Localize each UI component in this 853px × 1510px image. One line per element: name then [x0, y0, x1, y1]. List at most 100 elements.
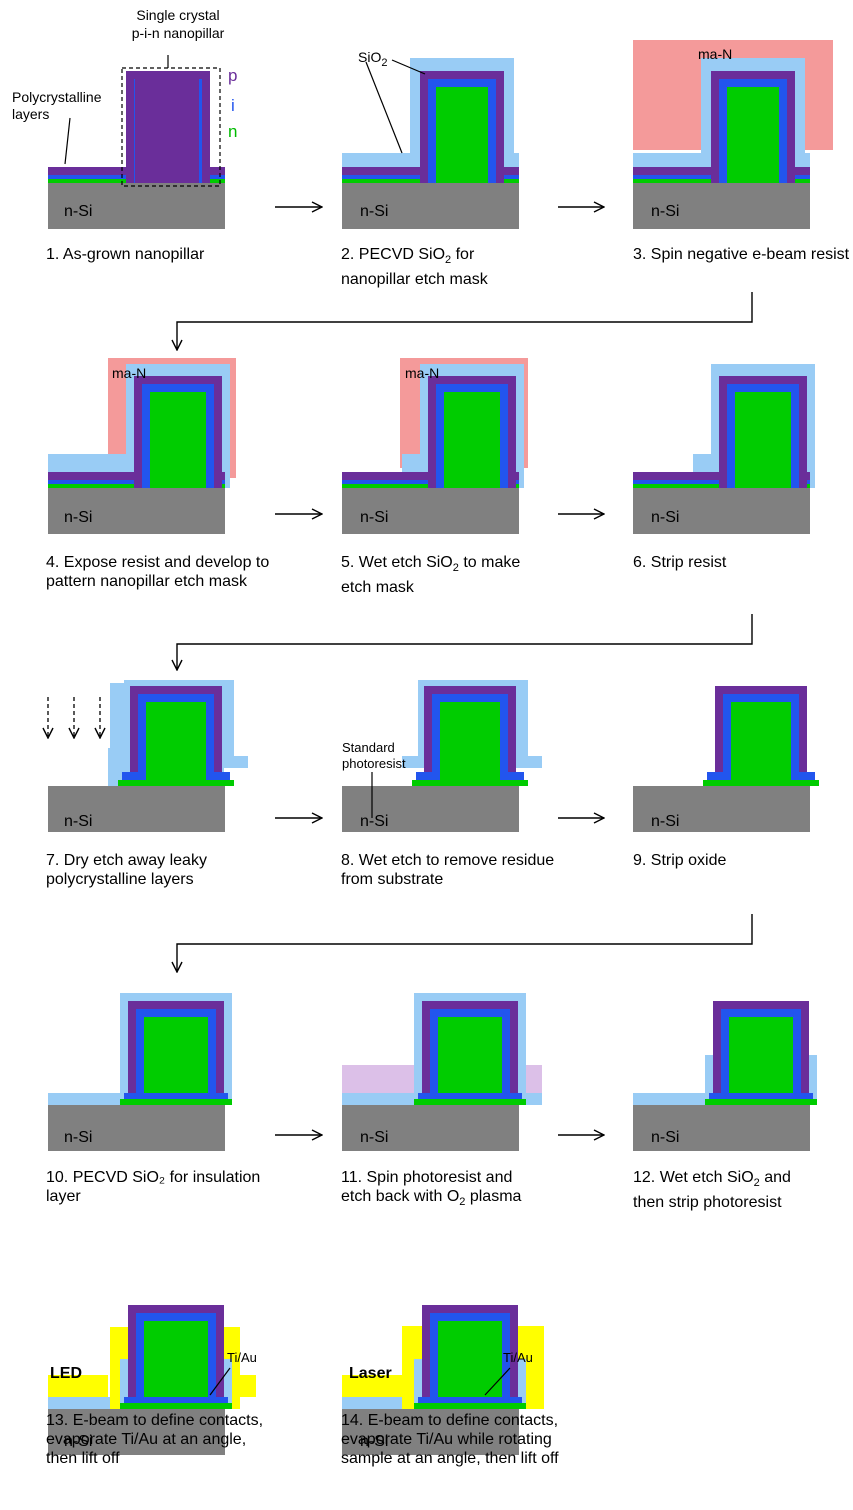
n-foot [703, 780, 819, 786]
step-6-caption: 6. Strip resist [633, 554, 727, 571]
step-13-caption: 13. E-beam to define contacts, evaporate… [46, 1412, 264, 1467]
laser-label: Laser [349, 1365, 392, 1382]
substrate [633, 183, 810, 229]
substrate-label-4: n-Si [64, 509, 93, 526]
i-foot [418, 1093, 522, 1101]
n-core [150, 392, 206, 488]
n-core [444, 392, 500, 488]
photoresist-line2: photoresist [342, 756, 406, 771]
photoresist-label: Standard photoresist [342, 740, 442, 772]
substrate-label-9: n-Si [651, 813, 680, 830]
metal-left [48, 1375, 108, 1397]
poly-leader [64, 117, 71, 165]
i-foot [124, 1397, 228, 1405]
p-shell-inner [135, 71, 199, 183]
led-label: LED [50, 1365, 82, 1382]
substrate [342, 183, 519, 229]
single-crystal-box [121, 67, 221, 187]
substrate [633, 488, 810, 534]
n-foot [705, 1099, 817, 1105]
resist-label-5: ma-N [405, 365, 440, 381]
step-10-caption: 10. PECVD SiO₂ for insulation layer [46, 1169, 261, 1205]
substrate [342, 1105, 519, 1151]
step-1-caption: 1. As-grown nanopillar [46, 246, 205, 263]
resist-label-4: ma-N [112, 365, 147, 381]
i-foot [124, 1093, 228, 1101]
substrate-label-1: n-Si [64, 203, 93, 220]
n-core [436, 87, 488, 183]
substrate-label-14: n-Si [360, 1433, 389, 1450]
substrate [48, 1409, 225, 1455]
n-core [438, 1321, 502, 1409]
substrate [633, 1105, 810, 1151]
return-arrow-6-7 [177, 614, 753, 670]
step-7-caption: 7. Dry etch away leaky polycrystalline l… [46, 852, 207, 888]
metal-right [226, 1375, 256, 1397]
polycrystalline-label: Polycrystalline layers [12, 89, 122, 123]
i-label: i [231, 96, 235, 115]
n-core [729, 1017, 793, 1105]
n-label: n [228, 122, 238, 141]
n-core [144, 1321, 208, 1409]
i-foot [709, 1093, 813, 1101]
n-core [735, 392, 791, 488]
substrate-label-7: n-Si [64, 813, 93, 830]
step-4-caption: 4. Expose resist and develop to pattern … [46, 554, 270, 590]
step-8-caption: 8. Wet etch to remove residue from subst… [341, 852, 555, 888]
n-foot [414, 1099, 526, 1105]
sio2-label: SiO2 [358, 49, 388, 69]
n-core [727, 87, 779, 183]
n-foot [120, 1403, 232, 1409]
sio2-leader-top [391, 59, 426, 75]
p-label: p [228, 66, 238, 85]
n-foot [120, 1099, 232, 1105]
tiau-leader-laser [484, 1367, 511, 1396]
n-foot [412, 780, 528, 786]
tiau-label-led: Ti/Au [227, 1350, 257, 1365]
substrate [48, 1105, 225, 1151]
substrate-label-12: n-Si [651, 1129, 680, 1146]
poly-line2: layers [12, 106, 50, 122]
i-foot [418, 1397, 522, 1405]
n-core [146, 702, 206, 786]
substrate-label-6: n-Si [651, 509, 680, 526]
substrate [48, 786, 225, 832]
step-14-caption: 14. E-beam to define contacts, evaporate… [341, 1412, 559, 1467]
substrate-label-13: n-Si [64, 1433, 93, 1450]
substrate-label-2: n-Si [360, 203, 389, 220]
n-core [438, 1017, 502, 1105]
substrate-label-5: n-Si [360, 509, 389, 526]
poly-line1: Polycrystalline [12, 89, 102, 105]
substrate-label-8: n-Si [360, 813, 389, 830]
substrate-label-3: n-Si [651, 203, 680, 220]
substrate [48, 488, 225, 534]
substrate [342, 488, 519, 534]
n-core [440, 702, 500, 786]
substrate [633, 786, 810, 832]
n-core [731, 702, 791, 786]
substrate [48, 183, 225, 229]
n-foot [118, 780, 234, 786]
tiau-label-laser: Ti/Au [503, 1350, 533, 1365]
photoresist-line1: Standard [342, 740, 395, 755]
resist-label-3: ma-N [698, 46, 733, 62]
single-crystal-label: Single crystal p-i-n nanopillar [118, 6, 238, 42]
n-foot [414, 1403, 526, 1409]
return-arrow-9-10 [177, 914, 753, 972]
n-core [144, 1017, 208, 1105]
return-arrow-3-4 [177, 292, 753, 350]
step-9-caption: 9. Strip oxide [633, 852, 727, 869]
sio2-leader-flat [365, 61, 403, 154]
step-3-caption: 3. Spin negative e-beam resist [633, 246, 850, 263]
single-crystal-line2: p-i-n nanopillar [131, 25, 225, 41]
substrate [342, 1409, 519, 1455]
single-crystal-line1: Single crystal [136, 7, 220, 23]
substrate-label-10: n-Si [64, 1129, 93, 1146]
tiau-leader-led [209, 1367, 231, 1396]
substrate-label-11: n-Si [360, 1129, 389, 1146]
